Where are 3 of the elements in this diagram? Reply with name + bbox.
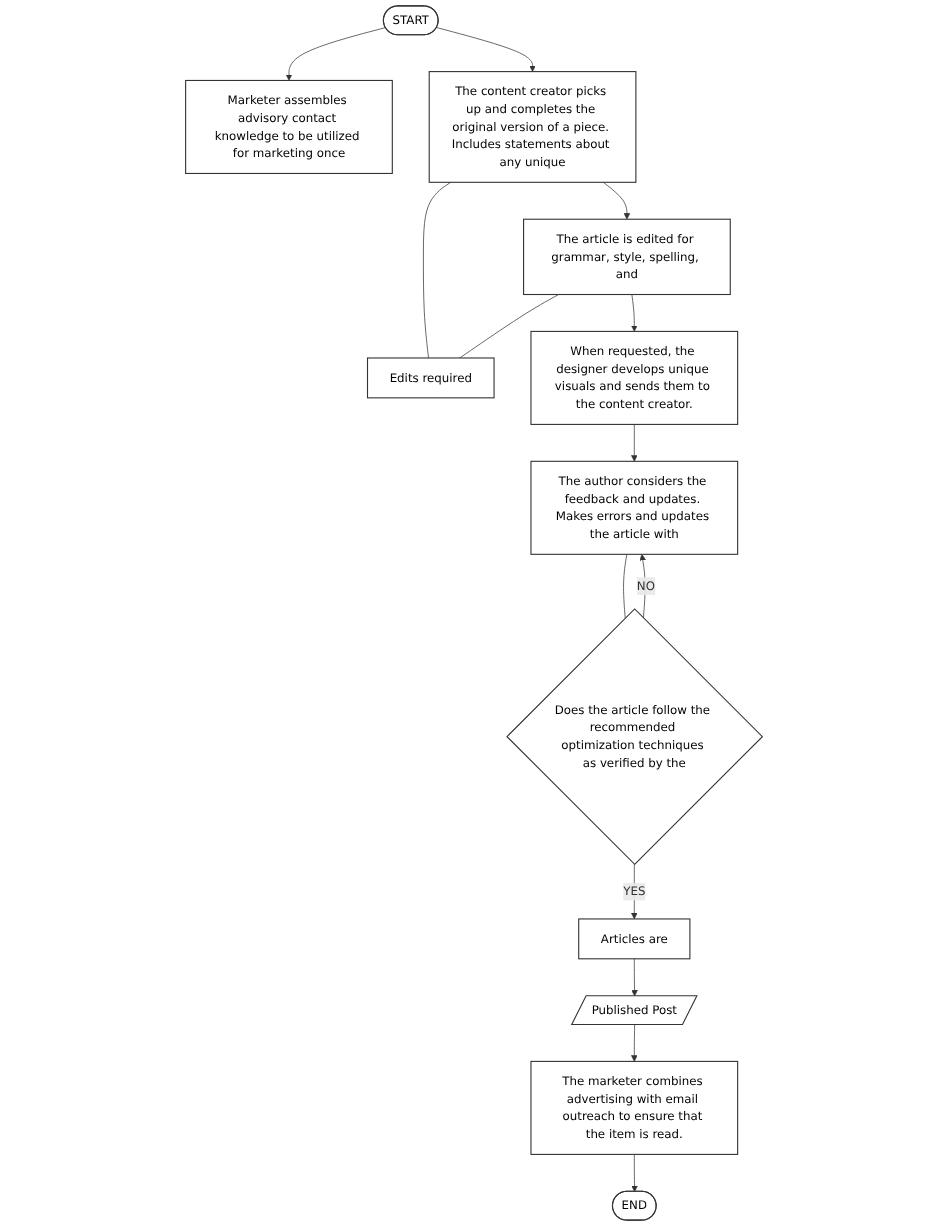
connector — [423, 181, 452, 359]
connector — [459, 294, 559, 359]
connector — [623, 553, 628, 619]
